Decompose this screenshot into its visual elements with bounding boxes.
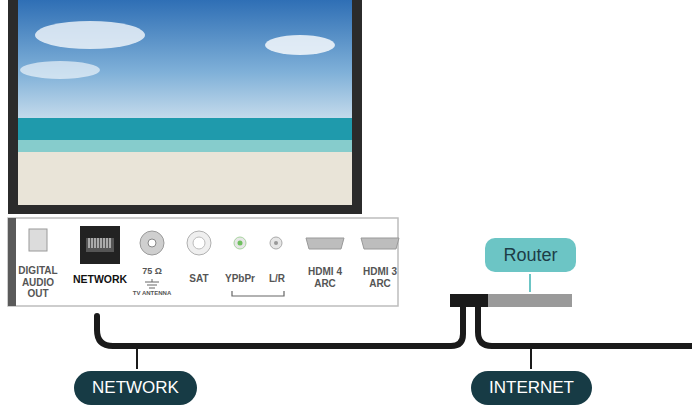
tv-sea [18, 118, 352, 140]
hdmi-port [306, 238, 344, 249]
port-label: TV ANTENNA [122, 290, 182, 297]
ypbpr-port [234, 237, 246, 249]
rj45-port [80, 226, 120, 264]
bracket [232, 291, 284, 296]
sat-port [187, 231, 211, 255]
cloud [20, 61, 100, 79]
port-label: NETWORK [68, 273, 132, 285]
port-label: L/R [262, 273, 292, 285]
node-text: Router [503, 238, 558, 272]
callout-pill: NETWORK [74, 371, 197, 405]
leader-line [136, 349, 138, 369]
ground-symbol [145, 279, 159, 288]
sat-pin [193, 237, 205, 249]
node-text: INTERNET [489, 371, 574, 405]
tv-sand [18, 152, 352, 205]
leader-line [530, 349, 532, 369]
port-label: YPbPr [220, 273, 260, 285]
tv-shallows [18, 140, 352, 152]
optical-port [29, 229, 47, 251]
port-label: DIGITAL AUDIO OUT [10, 265, 66, 300]
rj45-contacts [89, 238, 110, 248]
rj45-pins [86, 238, 114, 252]
internet-cable [478, 307, 692, 346]
router-body [488, 294, 572, 307]
audio-pin [274, 241, 278, 245]
port-panel [8, 218, 398, 306]
cloud [35, 21, 145, 49]
ypbpr-pin [238, 241, 243, 246]
hdmi-port [361, 238, 399, 249]
device-label: Router [485, 238, 576, 272]
audio-port [270, 237, 282, 249]
cloud [265, 35, 335, 55]
coax-port [140, 231, 164, 255]
coax-pin [148, 239, 156, 247]
tv-frame [8, 0, 362, 214]
router-plug [450, 294, 488, 307]
network-cable [97, 307, 463, 346]
leader-line [529, 274, 531, 292]
port-label: HDMI 4 ARC [303, 266, 347, 289]
tv-sky [18, 0, 352, 120]
node-text: NETWORK [92, 371, 179, 405]
port-label: HDMI 3 ARC [358, 266, 402, 289]
panel-edge [8, 218, 16, 306]
port-label: SAT [181, 273, 217, 285]
callout-pill: INTERNET [471, 371, 592, 405]
port-label: 75 Ω [132, 266, 172, 276]
